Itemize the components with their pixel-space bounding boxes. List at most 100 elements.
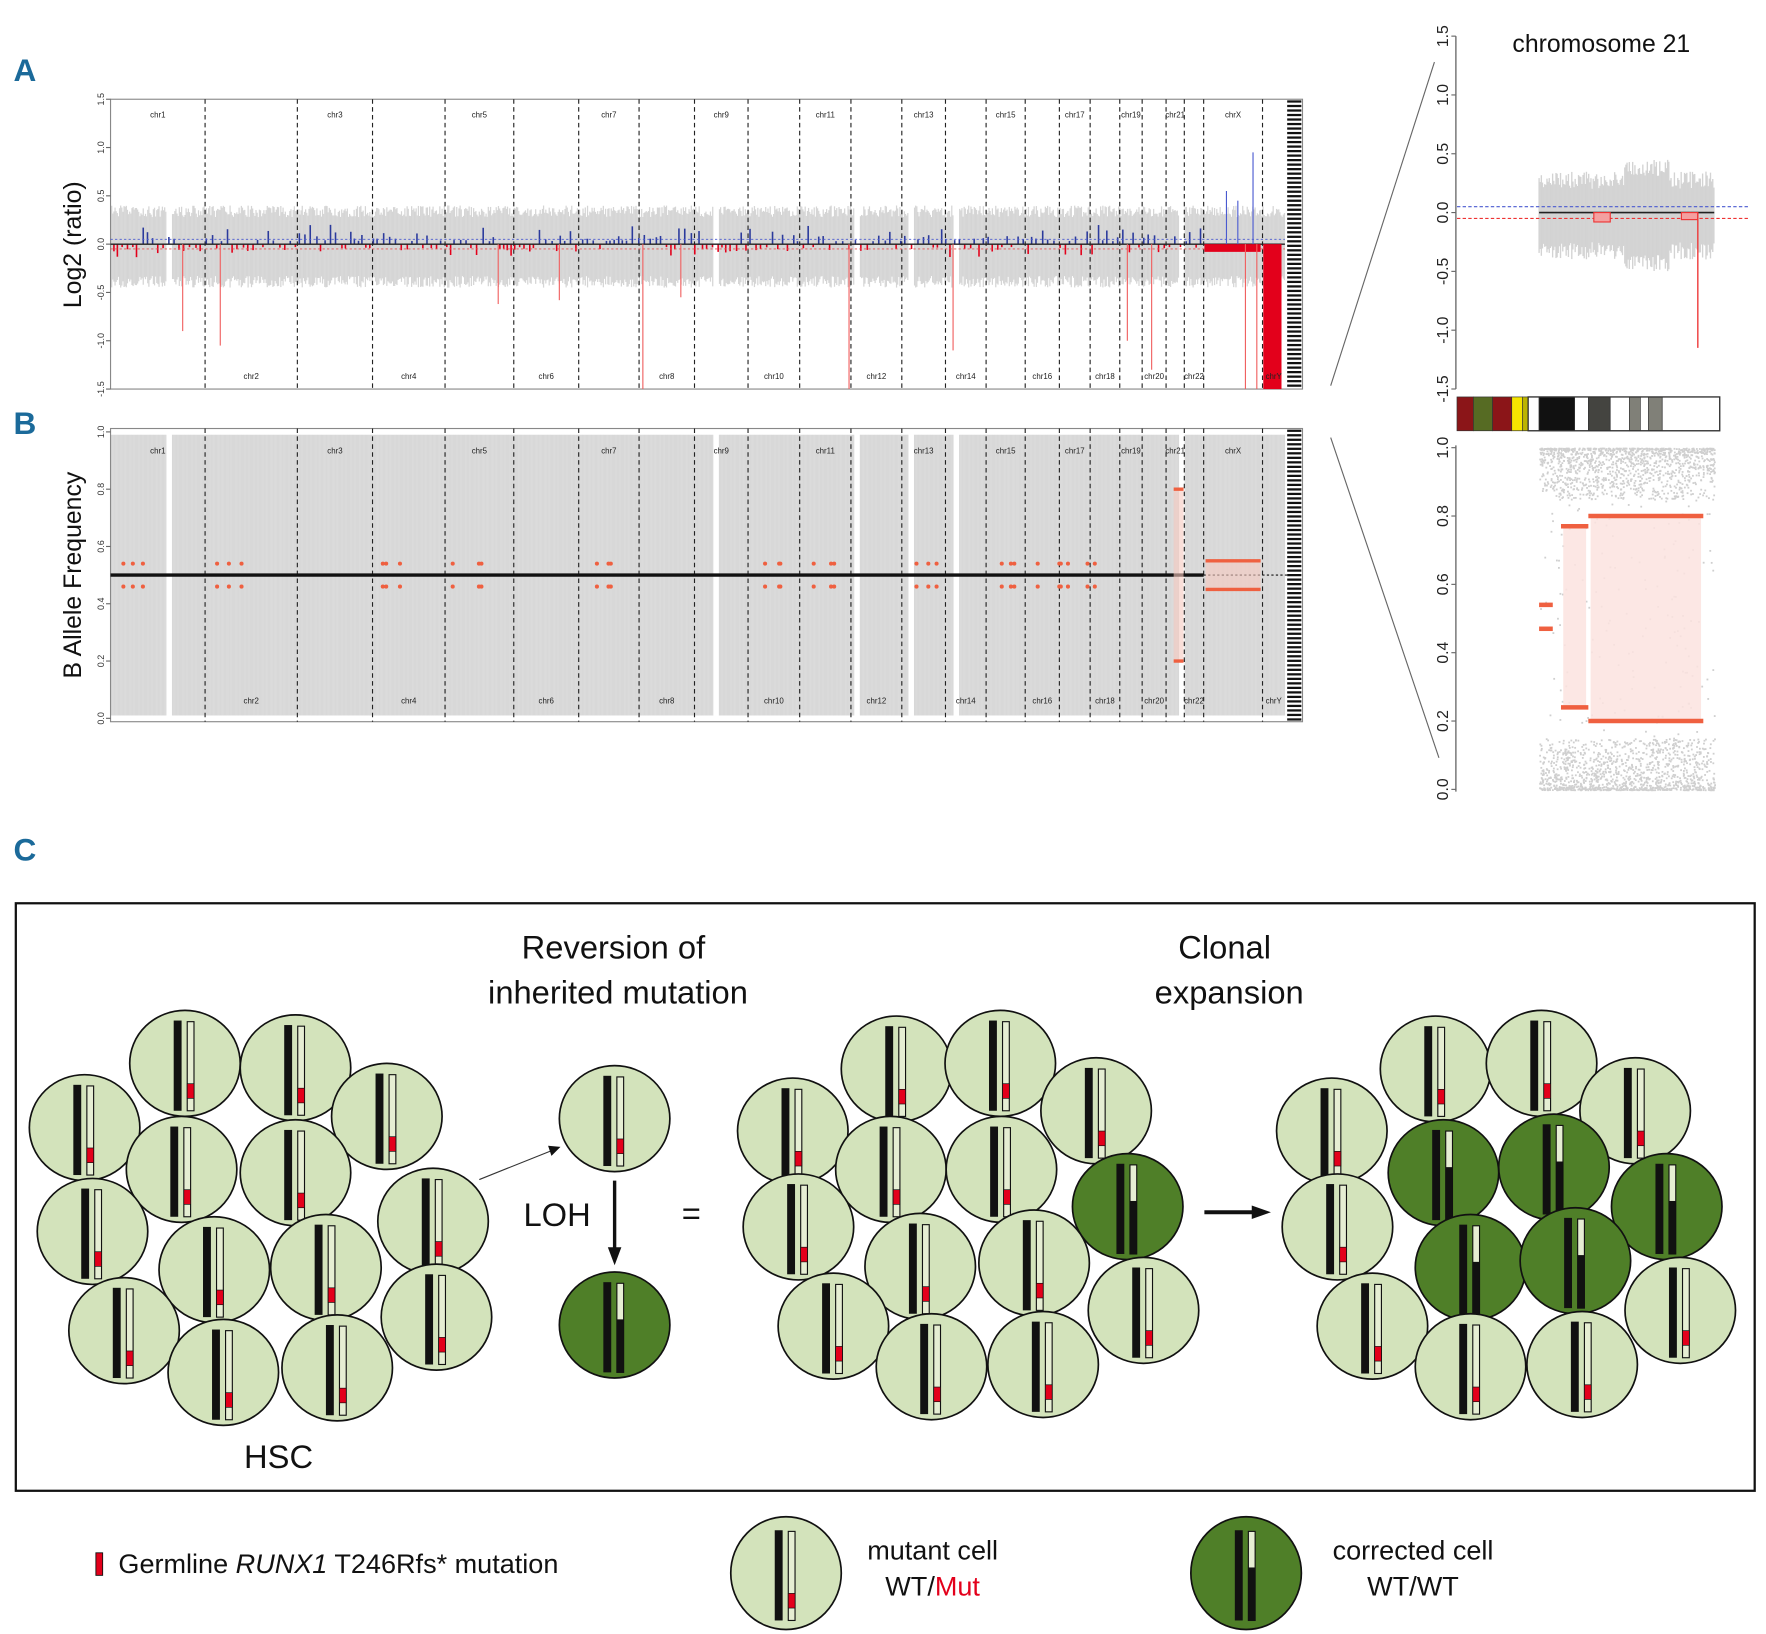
chr21-baf-point (1652, 789, 1655, 792)
ideogram-band (1538, 396, 1576, 432)
chr21-baf-point (1713, 772, 1716, 775)
chr21-baf-point (1667, 448, 1669, 451)
chr21-baf-point (1567, 776, 1570, 778)
chr21-baf-point (1695, 788, 1698, 791)
chr21-baf-point (1552, 454, 1554, 457)
chr21-baf-point (1645, 747, 1648, 750)
chr21-baf-point (1540, 766, 1543, 769)
chr21-baf-point (1571, 789, 1574, 792)
chr21-baf-ytick-label: 1.0 (1435, 436, 1452, 458)
chr21-baf-point (1594, 485, 1597, 488)
chr21-title: chromosome 21 (1512, 31, 1690, 58)
panel-b-imbalance-point (1008, 584, 1013, 589)
chr21-baf-point (1571, 784, 1574, 787)
chr21-baf-point (1564, 763, 1567, 765)
chr21-baf-point (1609, 751, 1612, 754)
chr21-baf-point (1562, 449, 1565, 452)
chr21-baf-point (1607, 452, 1610, 455)
chr21-baf-point (1649, 464, 1652, 467)
chr21-baf-point (1678, 459, 1681, 462)
chr21-baf-point (1559, 592, 1562, 595)
chr21-baf-point (1578, 788, 1580, 791)
chr21-baf-point (1632, 475, 1635, 478)
chr21-baf-point (1617, 470, 1620, 472)
chr21-baf-point (1670, 473, 1673, 475)
chr21-baf-point (1556, 751, 1559, 754)
chr21-baf-point (1652, 479, 1655, 481)
chr21-baf-point (1682, 475, 1684, 478)
chr21-baf-point (1702, 561, 1705, 564)
chr21-baf-point (1689, 739, 1692, 741)
chr21-baf-point (1569, 788, 1572, 791)
chr21-baf-point (1686, 745, 1689, 748)
chr21-baf-point (1550, 479, 1553, 482)
chr21-baf-point (1668, 788, 1670, 791)
chr21-baf-point (1591, 494, 1594, 497)
chr21-baf-point (1676, 765, 1679, 768)
chr21-baf-point (1553, 776, 1556, 779)
panel-b-ytick-label: 0.4 (96, 597, 106, 610)
chr21-baf-point (1570, 498, 1573, 501)
panel-b-imbalance-point (215, 561, 220, 566)
chr21-baf-point (1665, 455, 1668, 458)
chr21-baf-point (1648, 784, 1651, 787)
chr21-baf-point (1628, 469, 1631, 472)
chr21-baf-point (1683, 477, 1686, 479)
chr21-baf-point (1595, 476, 1597, 479)
ideogram-band (1640, 396, 1649, 432)
chr21-baf-point (1695, 448, 1698, 450)
chr21-baf-point (1681, 473, 1684, 476)
panel-b-imbalance-point (384, 584, 389, 589)
chr21-baf-point (1611, 485, 1614, 487)
chr21-baf-point (1627, 504, 1630, 506)
chr21-baf-point (1697, 742, 1700, 744)
chr21-baf-point (1594, 452, 1596, 455)
chr21-baf-point (1552, 767, 1555, 770)
chr21-baf-point (1644, 471, 1647, 473)
chr21-baf-point (1546, 751, 1548, 754)
chr21-baf-point (1555, 559, 1558, 562)
chr21-baf-point (1654, 491, 1656, 493)
chr21-baf-point (1615, 743, 1618, 746)
chr21-baf-point (1549, 447, 1552, 450)
chr21-baf-point (1595, 465, 1598, 467)
panel-a-ytick-label: -1.5 (96, 381, 106, 397)
chr21-baf-point (1683, 452, 1686, 455)
chr21-baf-point (1580, 453, 1583, 456)
chr21-baf-point (1553, 469, 1556, 472)
chr21-baf-point (1624, 447, 1627, 450)
panel-b-ytick-label: 0.6 (96, 540, 106, 553)
chr21-baf-point (1635, 758, 1638, 760)
chr21-baf-point (1670, 777, 1673, 780)
chr21-baf-point (1682, 785, 1685, 788)
chr21-baf-point (1596, 488, 1599, 491)
panel-a-chrx-loss (1204, 244, 1261, 252)
chr21-baf-point (1713, 778, 1715, 781)
chr21-baf-point (1541, 447, 1544, 450)
chr21-baf-point (1550, 760, 1553, 763)
chr21-baf-point (1706, 678, 1709, 681)
chr21-baf-point (1706, 458, 1709, 460)
chr21-baf-point (1586, 788, 1589, 791)
chr21-baf-point (1597, 471, 1600, 474)
chr21-baf-point (1556, 457, 1559, 460)
chr21-baf-point (1621, 454, 1624, 456)
panel-a-chr-label-chr2: chr2 (244, 372, 259, 381)
chr21-baf-point (1705, 738, 1707, 741)
panel-b-imbalance-point (1085, 561, 1090, 566)
chr21-baf-point (1550, 458, 1552, 461)
chr21-baf-point (1703, 742, 1705, 745)
chr21-baf-point (1643, 781, 1646, 784)
chr21-baf-point (1693, 780, 1696, 783)
chr21-baf-point (1556, 789, 1559, 792)
chr21-baf-point (1706, 770, 1709, 773)
panel-b-chr-label-chr12: chr12 (867, 697, 887, 706)
chr21-baf-point (1607, 782, 1610, 784)
chr21-baf-point (1627, 755, 1630, 758)
chr21-baf-point (1661, 458, 1664, 461)
chr21-baf-point (1571, 774, 1574, 777)
chr21-baf-point (1655, 491, 1658, 494)
chr21-baf-point (1618, 788, 1621, 791)
chr21-baf-point (1585, 777, 1588, 780)
chr21-baf-point (1713, 786, 1716, 789)
